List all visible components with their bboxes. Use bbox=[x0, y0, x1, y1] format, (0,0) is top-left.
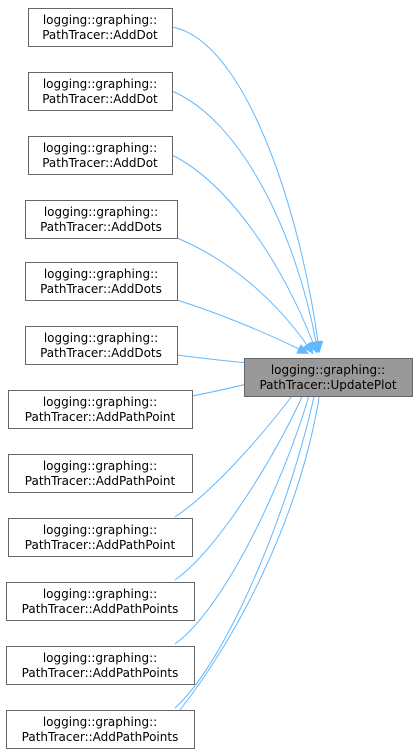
edge-line bbox=[174, 391, 305, 581]
edge-line bbox=[179, 391, 321, 711]
node-label-namespace: logging::graphing:: bbox=[43, 13, 157, 27]
node-label-namespace: logging::graphing:: bbox=[43, 395, 157, 409]
caller-node[interactable]: logging::graphing::PathTracer::AddDots bbox=[25, 262, 178, 301]
node-label-namespace: logging::graphing:: bbox=[43, 77, 157, 91]
node-box bbox=[8, 454, 193, 493]
caller-node[interactable]: logging::graphing::PathTracer::AddPathPo… bbox=[8, 518, 193, 557]
node-label-namespace: logging::graphing:: bbox=[43, 651, 157, 665]
caller-node[interactable]: logging::graphing::PathTracer::AddPathPo… bbox=[6, 582, 195, 621]
node-label-namespace: logging::graphing:: bbox=[43, 715, 157, 729]
node-box bbox=[25, 200, 178, 239]
caller-node[interactable]: logging::graphing::PathTracer::AddPathPo… bbox=[6, 646, 195, 685]
node-label-namespace: logging::graphing:: bbox=[44, 205, 158, 219]
target-label-namespace: logging::graphing:: bbox=[271, 363, 385, 377]
node-label-function: PathTracer::AddDot bbox=[42, 156, 158, 170]
node-box bbox=[25, 262, 178, 301]
node-label-namespace: logging::graphing:: bbox=[44, 331, 158, 345]
node-label-function: PathTracer::AddDot bbox=[42, 28, 158, 42]
node-box bbox=[8, 390, 193, 429]
node-label-function: PathTracer::AddPathPoints bbox=[22, 666, 179, 680]
node-label-namespace: logging::graphing:: bbox=[44, 267, 158, 281]
call-edge bbox=[174, 381, 315, 645]
edge-line bbox=[171, 154, 314, 344]
caller-node[interactable]: logging::graphing::PathTracer::AddDots bbox=[25, 200, 178, 239]
caller-node[interactable]: logging::graphing::PathTracer::AddPathPo… bbox=[6, 710, 195, 749]
edge-line bbox=[174, 391, 311, 645]
node-box bbox=[28, 136, 173, 175]
node-box bbox=[6, 710, 195, 749]
caller-node[interactable]: logging::graphing::PathTracer::AddDot bbox=[28, 136, 173, 175]
nodes-layer: logging::graphing::PathTracer::AddDotlog… bbox=[6, 8, 413, 749]
call-edge bbox=[174, 383, 302, 518]
node-label-function: PathTracer::AddDots bbox=[40, 220, 162, 234]
edge-line bbox=[174, 391, 296, 518]
caller-node[interactable]: logging::graphing::PathTracer::AddPathPo… bbox=[8, 454, 193, 493]
call-edge bbox=[176, 299, 310, 354]
node-label-namespace: logging::graphing:: bbox=[43, 141, 157, 155]
arrowhead-icon bbox=[296, 344, 310, 354]
call-edge bbox=[171, 154, 318, 354]
caller-node[interactable]: logging::graphing::PathTracer::AddDots bbox=[25, 326, 178, 365]
edge-line bbox=[171, 26, 319, 343]
call-edge bbox=[179, 380, 326, 711]
node-label-function: PathTracer::AddDots bbox=[40, 346, 162, 360]
caller-node[interactable]: logging::graphing::PathTracer::AddDot bbox=[28, 8, 173, 47]
call-edge bbox=[174, 381, 309, 581]
arrowhead-icon bbox=[302, 341, 314, 355]
edge-line bbox=[171, 90, 317, 343]
edge-line bbox=[176, 237, 308, 346]
target-label-function: PathTracer::UpdatePlot bbox=[259, 378, 396, 392]
node-box bbox=[28, 8, 173, 47]
edge-line bbox=[174, 391, 316, 709]
node-label-namespace: logging::graphing:: bbox=[43, 459, 157, 473]
node-label-function: PathTracer::AddDots bbox=[40, 282, 162, 296]
edge-line bbox=[176, 299, 300, 350]
node-label-function: PathTracer::AddDot bbox=[42, 92, 158, 106]
node-label-function: PathTracer::AddPathPoints bbox=[22, 602, 179, 616]
node-box bbox=[8, 518, 193, 557]
edges-layer bbox=[171, 26, 326, 711]
caller-node[interactable]: logging::graphing::PathTracer::AddDot bbox=[28, 72, 173, 111]
node-label-namespace: logging::graphing:: bbox=[43, 587, 157, 601]
node-label-function: PathTracer::AddPathPoint bbox=[25, 538, 176, 552]
node-box bbox=[6, 582, 195, 621]
node-label-function: PathTracer::AddPathPoints bbox=[22, 730, 179, 744]
target-node-updateplot[interactable]: logging::graphing::PathTracer::UpdatePlo… bbox=[244, 358, 413, 397]
node-label-function: PathTracer::AddPathPoint bbox=[25, 474, 176, 488]
node-box bbox=[28, 72, 173, 111]
node-label-namespace: logging::graphing:: bbox=[43, 523, 157, 537]
caller-node[interactable]: logging::graphing::PathTracer::AddPathPo… bbox=[8, 390, 193, 429]
call-edge bbox=[171, 26, 324, 354]
node-box bbox=[25, 326, 178, 365]
call-edge bbox=[176, 237, 314, 355]
node-label-function: PathTracer::AddPathPoint bbox=[25, 410, 176, 424]
node-box bbox=[6, 646, 195, 685]
target-node-box bbox=[244, 358, 413, 397]
